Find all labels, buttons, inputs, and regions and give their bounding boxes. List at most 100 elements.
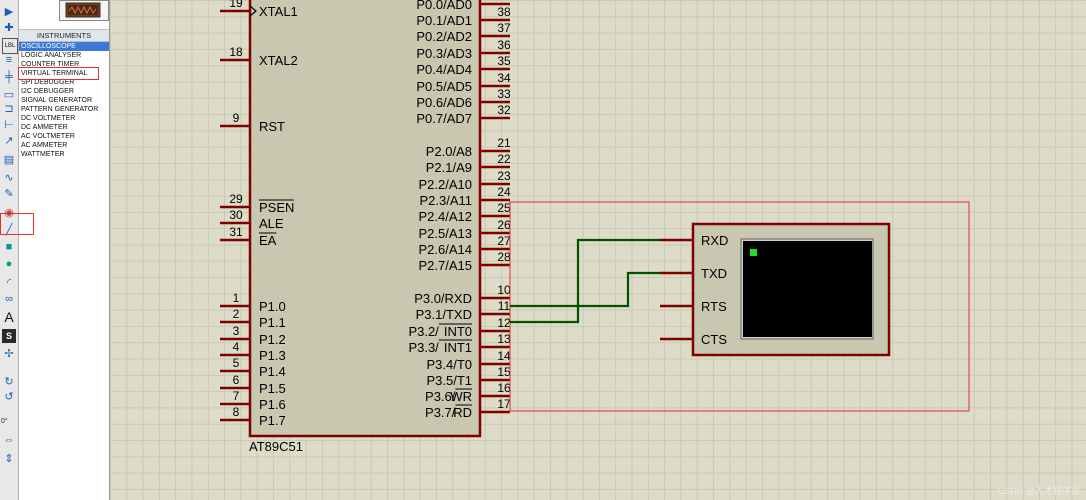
instrument-item[interactable]: I2C DEBUGGER	[21, 88, 74, 95]
pin-label: P1.7	[259, 413, 286, 428]
instrument-icon[interactable]: ◉	[4, 206, 14, 219]
line-icon[interactable]: ╱	[5, 223, 13, 236]
instrument-item[interactable]: COUNTER TIMER	[21, 61, 80, 68]
panel-title: INSTRUMENTS	[19, 29, 109, 42]
terminal-pin-label: CTS	[701, 332, 727, 347]
rotate-ccw-icon[interactable]: ↺	[4, 390, 14, 403]
instrument-item[interactable]: OSCILLOSCOPE	[19, 42, 109, 51]
component-icon[interactable]: ✚	[4, 21, 14, 34]
pin-number: 29	[229, 192, 243, 206]
tape-icon[interactable]: ▤	[3, 153, 15, 166]
instrument-preview	[59, 0, 109, 21]
schematic: AT89C5119XTAL118XTAL29RST29PSEN30ALE31EA…	[220, 0, 970, 454]
chip-name: AT89C51	[249, 439, 303, 454]
instrument-item[interactable]: DC AMMETER	[21, 124, 68, 131]
pin-label: P1.3	[259, 348, 286, 363]
pin-number: 36	[497, 38, 511, 52]
oscilloscope-preview-icon	[65, 2, 101, 18]
terminal-icon[interactable]: ⊐	[4, 102, 14, 115]
pin-number: 21	[497, 136, 511, 150]
select-icon[interactable]: ▶	[4, 5, 14, 18]
instrument-item[interactable]: SIGNAL GENERATOR	[21, 97, 93, 104]
rotate-cw-icon[interactable]: ↻	[4, 375, 14, 388]
pin-number: 12	[497, 316, 511, 330]
pin-number: 11	[498, 299, 511, 313]
pin-number: 8	[233, 405, 240, 419]
pin-number: 32	[497, 103, 511, 117]
pin-label: P2.5/A13	[419, 226, 473, 241]
pin-label: P3.5/T1	[426, 373, 472, 388]
pin-number: 35	[497, 54, 511, 68]
bus-icon[interactable]: ╪	[5, 71, 13, 83]
clock-marker	[249, 5, 257, 17]
instrument-item[interactable]: PATTERN GENERATOR	[21, 106, 99, 113]
pin-label: P0.4/AD4	[416, 62, 472, 77]
box-icon[interactable]: ■	[5, 241, 13, 253]
instrument-tool-highlight	[0, 213, 34, 235]
pin-label: XTAL2	[259, 53, 298, 68]
pin-number: 26	[497, 218, 511, 232]
pin-label: EA	[259, 233, 277, 248]
pin-label: P2.3/A11	[419, 193, 472, 208]
pin-number: 7	[233, 389, 240, 403]
pin-label: P3.0/RXD	[414, 291, 472, 306]
label-icon[interactable]: LBL	[2, 38, 18, 54]
pin-number: 13	[497, 332, 511, 346]
probe-icon[interactable]: ✎	[4, 187, 14, 200]
pin-label: P3.6/	[425, 389, 456, 404]
circle-icon[interactable]: ●	[5, 258, 13, 270]
pin-number: 14	[497, 349, 511, 363]
pin-label-bar: WR	[450, 389, 472, 404]
instrument-item[interactable]: DC VOLTMETER	[21, 115, 76, 122]
pin-label: XTAL1	[259, 4, 298, 19]
mirror-x-icon[interactable]: ⇔	[3, 434, 15, 446]
pin-label: P1.2	[259, 332, 286, 347]
pin-number: 9	[233, 111, 240, 125]
pin-number: 19	[229, 0, 243, 10]
pin-label-bar: INT0	[444, 324, 472, 339]
pin-label: PSEN	[259, 200, 294, 215]
instrument-item[interactable]: VIRTUAL TERMINAL	[21, 70, 88, 77]
instrument-item[interactable]: SPI DEBUGGER	[21, 79, 75, 86]
pin-icon[interactable]: ⊢	[4, 118, 14, 131]
instrument-item[interactable]: WATTMETER	[21, 151, 65, 158]
pin-number: 22	[497, 152, 511, 166]
pin-number: 10	[497, 283, 511, 297]
pin-number: 27	[497, 234, 511, 248]
instrument-item[interactable]: AC VOLTMETER	[21, 133, 75, 140]
text-icon[interactable]: A	[4, 309, 14, 325]
marker-icon[interactable]: ✢	[4, 347, 14, 360]
pin-label: P1.0	[259, 299, 286, 314]
subcircuit-icon[interactable]: ▭	[3, 88, 15, 101]
pin-label: P1.1	[259, 315, 286, 330]
terminal-pin-label: RXD	[701, 233, 728, 248]
pin-label: P1.5	[259, 381, 286, 396]
instrument-item[interactable]: LOGIC ANALYSER	[21, 52, 82, 59]
watermark: CSDN @人才程序员	[997, 486, 1080, 496]
terminal-cursor	[750, 249, 757, 256]
pin-number: 1	[233, 291, 240, 305]
symbol-icon[interactable]: S	[2, 329, 16, 343]
pin-number: 2	[233, 307, 240, 321]
arc-icon[interactable]: ◜	[6, 276, 12, 289]
virtual-terminal-highlight	[18, 67, 99, 80]
generator-icon[interactable]: ∿	[4, 171, 14, 184]
mirror-y-icon[interactable]: ⇕	[4, 452, 14, 465]
wire-txd-to-rxd	[510, 238, 660, 324]
pin-label-bar: RD	[453, 405, 472, 420]
pin-number: 33	[497, 87, 511, 101]
pin-number: 3	[233, 324, 240, 338]
pin-label: P1.6	[259, 397, 286, 412]
pin-label: P0.6/AD6	[416, 95, 472, 110]
pin-label: P2.7/A15	[419, 258, 473, 273]
pin-label: P3.7/	[425, 405, 456, 420]
pin-label: P2.2/A10	[419, 177, 473, 192]
pin-label: P3.4/T0	[426, 357, 472, 372]
instrument-item[interactable]: AC AMMETER	[21, 142, 68, 149]
text-script-icon[interactable]: ≡	[5, 54, 13, 66]
pin-label: P0.7/AD7	[416, 111, 472, 126]
graph-icon[interactable]: ↗	[4, 134, 14, 147]
path-icon[interactable]: ∞	[5, 293, 13, 305]
